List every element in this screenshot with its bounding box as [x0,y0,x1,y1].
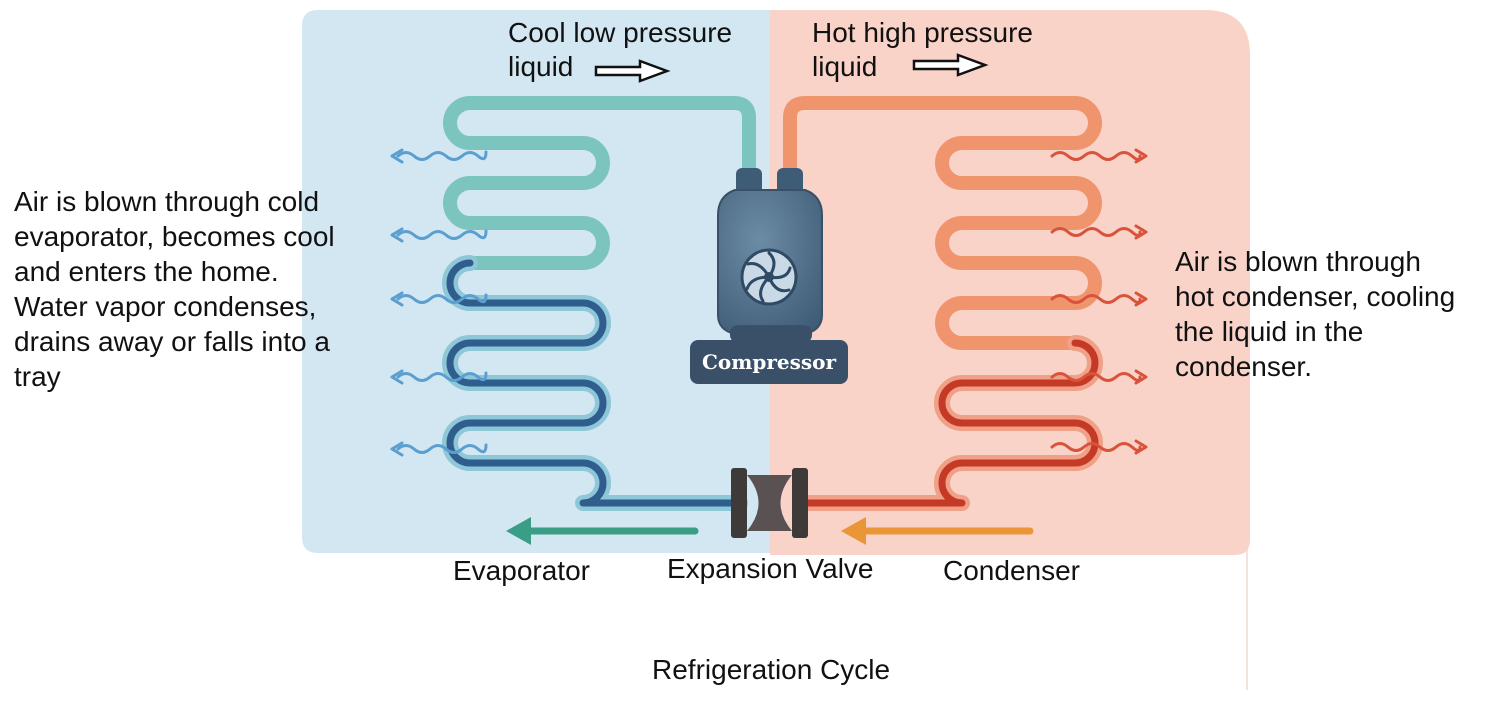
compressor: Compressor [690,168,848,384]
compressor-foot [730,325,812,343]
fan-hub [764,272,774,282]
valve-right-flange [792,468,808,538]
hot-side-panel [770,10,1250,555]
cold-air-wave [390,441,488,457]
hot-air-wave [1050,148,1148,164]
hot-air-wave [1050,224,1148,240]
outline-arrow-cool [594,59,671,83]
cool-low-pressure-label: Cool low pressure liquid [508,17,733,82]
condenser-coil-lower [796,339,1099,507]
evaporator-coil-lower [446,259,744,507]
outline-arrow-hot [912,53,989,77]
evaporator-description: Air is blown through cold evaporator, be… [14,186,335,392]
evaporator-flow-arrow [506,517,699,545]
cold-air-waves [390,148,488,457]
condenser-label: Condenser [943,555,1080,586]
evaporator-coil [442,96,756,511]
cold-side-panel [302,10,772,553]
hot-air-wave [1050,369,1148,385]
diagram-caption: Refrigeration Cycle [652,654,891,685]
valve-left-flange [731,468,747,538]
hot-air-wave [1050,291,1148,307]
expansion-valve-label: Expansion Valve [667,553,874,584]
expansion-valve [731,468,808,538]
compressor-label-box [690,340,848,384]
condenser-flow-arrow [841,517,1034,545]
hot-high-pressure-label: Hot high pressure liquid [812,17,1034,82]
evaporator-coil-upper [443,96,756,270]
compressor-label: Compressor [702,350,837,374]
cold-air-wave [390,227,488,243]
cold-air-wave [390,291,488,307]
cold-air-wave [390,148,488,164]
condenser-description: Air is blown through hot condenser, cool… [1175,246,1456,382]
hot-air-waves [1050,148,1148,455]
evaporator-label: Evaporator [453,555,590,586]
valve-body [747,475,792,531]
cold-air-wave [390,369,488,385]
hot-air-wave [1050,439,1148,455]
background-panels [302,10,1250,690]
flow-arrows [506,53,1034,545]
